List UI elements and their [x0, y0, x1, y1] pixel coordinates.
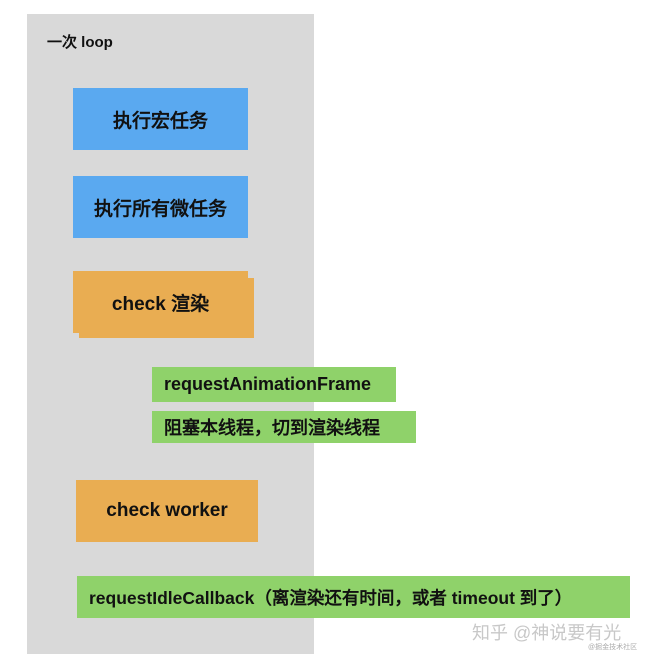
watermark-text: 知乎 @神说要有光: [472, 623, 622, 643]
macro-task-box: 执行宏任务: [73, 88, 248, 150]
request-animation-frame-box: requestAnimationFrame: [152, 367, 396, 402]
watermark-subtext: @掘金技术社区: [588, 644, 638, 651]
micro-tasks-box: 执行所有微任务: [73, 176, 248, 238]
check-render-box: check 渲染: [73, 271, 248, 333]
check-worker-box: check worker: [76, 480, 258, 542]
request-idle-callback-box: requestIdleCallback（离渲染还有时间，或者 timeout 到…: [77, 576, 630, 618]
loop-title: 一次 loop: [47, 34, 113, 51]
block-thread-box: 阻塞本线程，切到渲染线程: [152, 411, 416, 443]
